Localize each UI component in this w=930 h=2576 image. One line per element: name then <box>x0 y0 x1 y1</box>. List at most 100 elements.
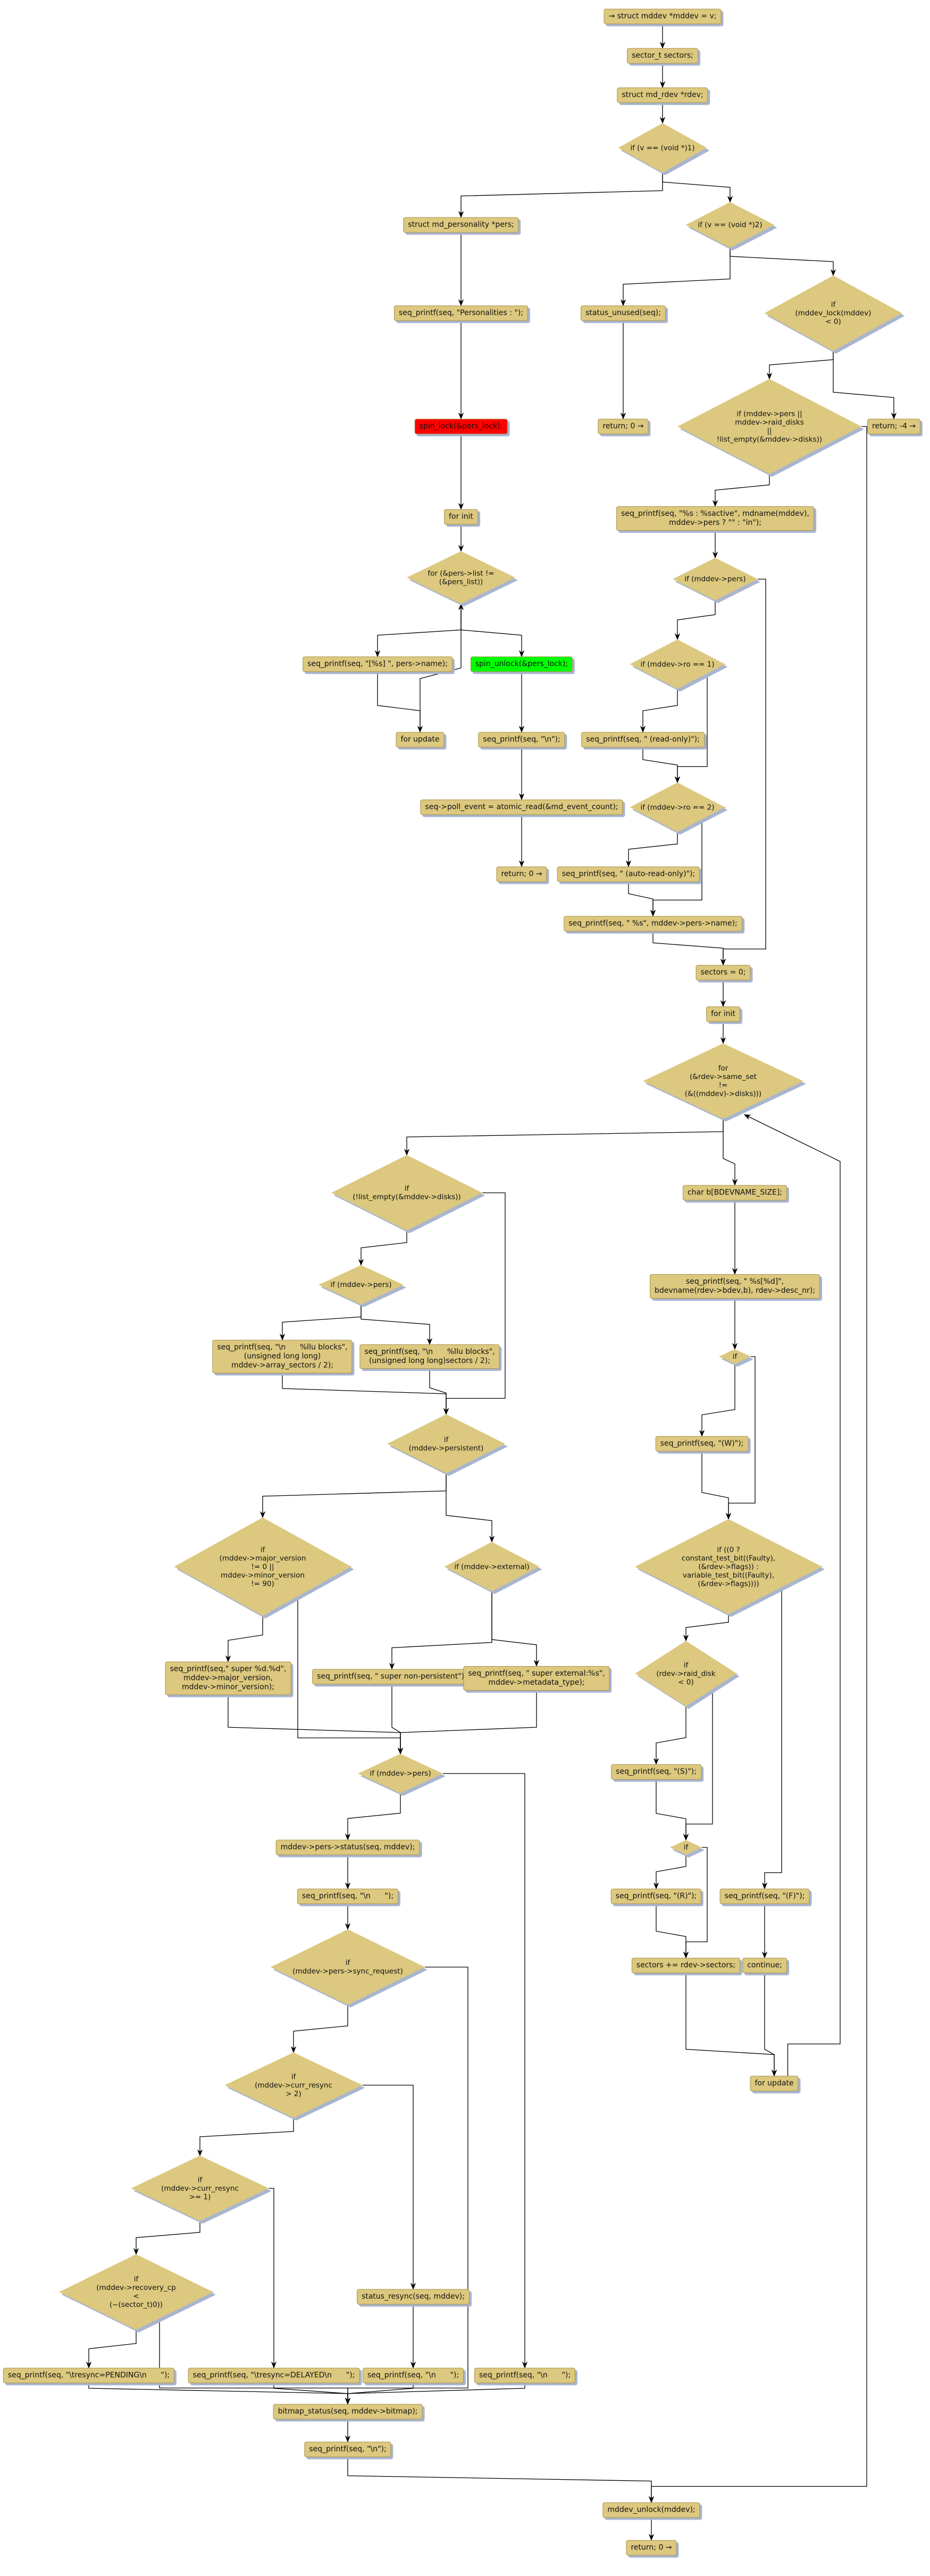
decision-node: if (mddev->persistent) <box>387 1415 505 1474</box>
decision-node: if ((0 ? constant_test_bit((Faulty), (&r… <box>635 1519 822 1615</box>
statement-node: seq_printf(seq, "\n "); <box>297 1888 399 1904</box>
edge-n37-n38 <box>764 1973 777 2077</box>
decision-label: if (mddev->pers || mddev->raid_disks || … <box>716 409 823 444</box>
decision-label: for (&rdev->same_set != (&((mddev)->disk… <box>684 1064 762 1098</box>
statement-node: status_resync(seq, mddev); <box>357 2289 470 2305</box>
decision-node: if (mddev->pers) <box>319 1265 404 1304</box>
decision-node: if (rdev->raid_disk < 0) <box>635 1641 737 1707</box>
edge-n19-n20 <box>628 882 656 917</box>
edge-d17-n31 <box>653 1706 686 1765</box>
loop-condition-node: for (&rdev->same_set != (&((mddev)->disk… <box>643 1043 803 1119</box>
edge-n28-d18 <box>228 1695 404 1755</box>
decision-label: if (mddev->pers) <box>684 575 746 583</box>
statement-node: seq_printf(seq, " %s", mddev->pers->name… <box>564 916 742 932</box>
return-node: return; -4 → <box>867 419 921 434</box>
statement-node: seq_printf(seq, "\n"); <box>478 732 565 748</box>
edge-d18-n43 <box>443 1773 528 2369</box>
statement-node: seq_printf(seq, "(R)"); <box>610 1888 702 1904</box>
decision-node: if (v == (void *)2) <box>686 202 775 248</box>
statement-node: seq_printf(seq, "\n %llu blocks", (unsig… <box>359 1344 500 1369</box>
edge-d20-n44 <box>345 1967 468 2405</box>
edge-d15-n30 <box>491 1591 540 1667</box>
decision-label: if (mddev->persistent) <box>408 1435 484 1452</box>
loop-condition-node: for (&pers->list != (&pers_list)) <box>407 551 515 604</box>
decision-label: if (mddev->ro == 2) <box>640 803 715 812</box>
decision-node: if (mddev->external) <box>445 1542 540 1592</box>
edge-d3-d4 <box>766 351 834 380</box>
edge-n36-n38 <box>685 1973 777 2077</box>
edge-n20-n21 <box>652 931 726 966</box>
decision-label: if (mddev_lock(mddev) < 0) <box>795 300 872 326</box>
statement-node: seq_printf(seq, "\n "); <box>362 2368 464 2383</box>
statement-node: seq_printf(seq, " super external:%s", md… <box>463 1666 610 1691</box>
edge-d3-n9 <box>833 351 897 420</box>
edge-n27-d16 <box>701 1451 732 1520</box>
statement-node: sectors += rdev->sectors; <box>631 1958 741 1973</box>
statement-node: struct md_personality *pers; <box>403 217 519 233</box>
edge-d2-d3 <box>730 248 836 277</box>
edge-n30-d18 <box>397 1691 537 1755</box>
statement-node: seq_printf(seq, " (read-only)"); <box>581 732 705 748</box>
statement-node: seq_printf(seq, "\n"); <box>304 2441 391 2457</box>
decision-node: if (mddev_lock(mddev) < 0) <box>765 275 902 351</box>
edge-d2-n6 <box>620 248 731 306</box>
statement-node: mddev->pers->status(seq, mddev); <box>275 1839 420 1855</box>
decision-node: if (mddev->pers) <box>358 1754 443 1793</box>
decision-node: if (mddev->curr_resync >= 1) <box>131 2156 269 2221</box>
edge-d5-n13 <box>460 604 525 657</box>
edge-n25-d13 <box>282 1373 449 1415</box>
edge-n31-d19 <box>656 1779 689 1841</box>
decision-node: if (mddev->major_version != 0 || mddev->… <box>174 1518 351 1616</box>
edge-n16-d8 <box>642 747 681 783</box>
edge-d14-n28 <box>225 1616 263 1662</box>
decision-node: if <box>719 1349 751 1364</box>
decision-node: if (mddev->recovery_cp < (~(sector_t)0)) <box>59 2254 213 2330</box>
statement-node: mddev_unlock(mddev); <box>602 2502 700 2518</box>
statement-node: seq_printf(seq, " (auto-read-only)"); <box>557 866 700 882</box>
decision-label: if (mddev->curr_resync > 2) <box>255 2072 332 2098</box>
statement-node: status_unused(seq); <box>581 305 666 321</box>
decision-node: if (mddev->ro == 2) <box>630 783 725 832</box>
decision-label: if (mddev->curr_resync >= 1) <box>161 2176 239 2201</box>
decision-label: if <box>683 1843 689 1852</box>
statement-node: seq_printf(seq, "%s : %sactive", mdname(… <box>616 506 814 531</box>
edge-d12-n27 <box>699 1364 735 1437</box>
decision-label: if (rdev->raid_disk < 0) <box>656 1661 716 1686</box>
statement-node: seq_printf(seq, "\n "); <box>474 2368 576 2383</box>
spin-lock-node: spin_lock(&pers_lock); <box>414 419 508 434</box>
edge-d22-n41 <box>269 2188 277 2369</box>
decision-node: if <box>670 1840 702 1855</box>
edge-d21-n39 <box>362 2085 416 2290</box>
entry-node: → struct mddev *mddev = v; <box>604 9 722 24</box>
decision-label: if (mddev->ro == 1) <box>640 660 715 668</box>
edge-d13-d14 <box>259 1473 447 1518</box>
decision-node: if (mddev->pers->sync_request) <box>271 1929 425 2005</box>
edge-d15-n29 <box>389 1591 492 1670</box>
edge-d11-n26 <box>361 1304 433 1345</box>
statement-node: seq_printf(seq, "\n %llu blocks", (unsig… <box>212 1340 353 1374</box>
decision-label: for (&pers->list != (&pers_list)) <box>428 569 495 586</box>
edge-d10-d11 <box>358 1231 407 1266</box>
decision-node: if (mddev->curr_resync > 2) <box>225 2053 363 2118</box>
edge-d13-d15 <box>446 1473 495 1543</box>
statement-node: struct md_rdev *rdev; <box>617 87 708 103</box>
decision-label: if (v == (void *)1) <box>630 144 695 152</box>
edge-d16-n35 <box>761 1566 822 1889</box>
edge-d19-n34 <box>653 1855 686 1889</box>
return-node: return; 0 → <box>496 866 547 882</box>
statement-node: sectors = 0; <box>696 965 751 981</box>
edge-d6-n21 <box>720 579 766 966</box>
decision-node: if (mddev->pers) <box>673 558 758 600</box>
edge-d9-n23 <box>723 1119 738 1186</box>
edge-d23-n40 <box>86 2330 137 2369</box>
decision-node: if (v == (void *)1) <box>618 123 707 173</box>
edge-n38-d9 <box>743 1114 841 2076</box>
statement-node: seq->poll_event = atomic_read(&md_event_… <box>420 799 623 815</box>
statement-node: char b[BDEVNAME_SIZE]; <box>682 1185 787 1201</box>
edge-n45-n46 <box>347 2457 655 2503</box>
for-update-node: for update <box>750 2076 799 2092</box>
for-init-node: for init <box>706 1006 740 1022</box>
statement-node: seq_printf(seq, "\tresync=DELAYED\n "); <box>188 2368 360 2383</box>
